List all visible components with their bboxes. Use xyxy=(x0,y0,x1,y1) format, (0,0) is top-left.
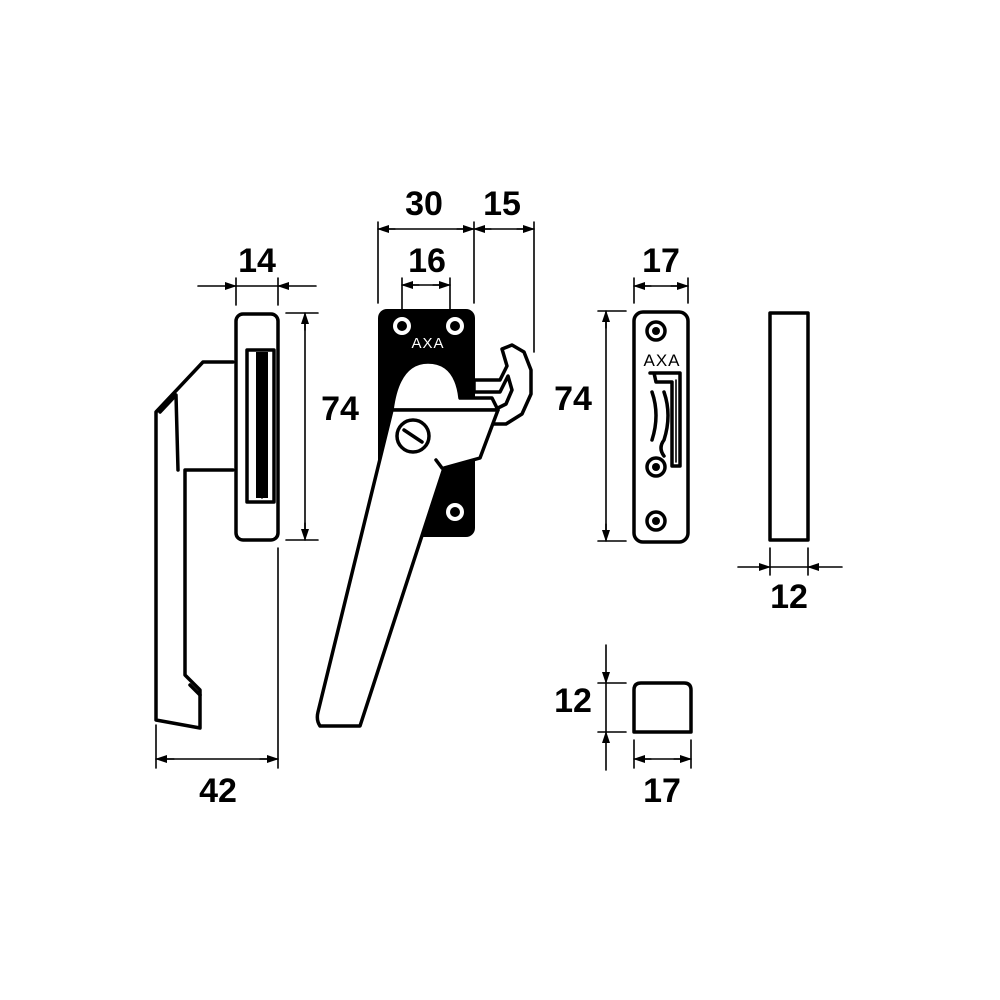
side-handle xyxy=(154,360,235,730)
dim-label-16: 16 xyxy=(408,242,446,280)
dim-label-30: 30 xyxy=(405,185,443,223)
keeper-view: AXA xyxy=(632,310,690,544)
dim-block-height: 12 xyxy=(554,644,627,771)
front-view: AXA xyxy=(315,309,533,728)
spacer-view xyxy=(768,311,810,542)
dim-label-15: 15 xyxy=(483,185,521,223)
spacer-bar xyxy=(768,311,810,542)
keeper-plate xyxy=(632,310,690,544)
dim-side-bracket-width: 14 xyxy=(197,242,317,306)
keeper-brand-mark: AXA xyxy=(643,351,680,370)
screw-holes-keeper xyxy=(645,320,667,532)
dim-label-42: 42 xyxy=(199,772,237,810)
dim-hook-projection: 15 xyxy=(473,185,535,353)
dim-spacer-width: 12 xyxy=(737,547,843,616)
dim-label-12-block: 12 xyxy=(554,682,592,720)
dim-label-12-spacer: 12 xyxy=(770,578,808,616)
plate-brand-mark: AXA xyxy=(411,335,444,352)
dim-plate-width: 30 xyxy=(377,185,475,304)
dim-handle-reach: 42 xyxy=(155,547,279,810)
spacer-block xyxy=(632,681,693,734)
keeper-slot xyxy=(648,371,682,468)
lever-handle xyxy=(315,408,500,728)
block-view xyxy=(632,681,693,734)
dim-label-14: 14 xyxy=(238,242,276,280)
side-bracket xyxy=(234,312,280,542)
dim-keeper-width: 17 xyxy=(633,242,689,304)
dim-hole-spacing: 16 xyxy=(401,242,451,317)
dim-side-height: 74 xyxy=(285,312,359,541)
side-bracket-inner xyxy=(245,348,276,504)
dim-keeper-height: 74 xyxy=(554,310,627,542)
dim-block-width: 17 xyxy=(633,739,692,810)
hook xyxy=(472,343,533,426)
cam-housing xyxy=(390,360,500,412)
side-view xyxy=(154,312,280,730)
dim-label-74-side: 74 xyxy=(321,390,359,428)
dim-label-17-block: 17 xyxy=(643,772,681,810)
dim-label-74-keeper: 74 xyxy=(554,380,592,418)
screw-holes-plate xyxy=(393,317,464,521)
dim-label-17-keeper: 17 xyxy=(642,242,680,280)
